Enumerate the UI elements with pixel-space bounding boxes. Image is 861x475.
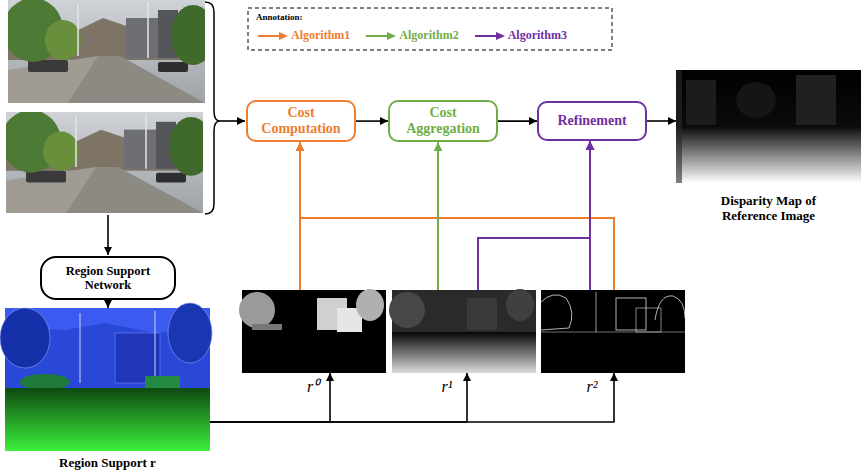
- brace: [205, 2, 220, 214]
- legend-arrow: [475, 31, 505, 41]
- input-arrow: [220, 120, 245, 122]
- region-support-image: [0, 303, 212, 451]
- legend-item: Algorithm2: [366, 28, 458, 43]
- legend-label: Algorithm2: [399, 28, 458, 43]
- legend-arrow-head: [279, 32, 288, 40]
- image-panel: r⁰: [242, 290, 386, 373]
- image-panel: Region Support r: [5, 308, 210, 451]
- image-caption: Region Support r: [33, 455, 183, 470]
- connector-arrow: [589, 141, 591, 290]
- connector-arrow: [498, 120, 537, 122]
- box-label: Refinement: [557, 113, 626, 129]
- legend-arrow: [258, 31, 288, 41]
- legend-label: Algorithm1: [291, 28, 350, 43]
- legend-frame: [248, 8, 612, 50]
- image-caption: Disparity Map of Reference Image: [704, 193, 834, 224]
- legend-arrow-shaft: [475, 35, 498, 37]
- annotation-heading: Annotation:: [256, 12, 303, 22]
- legend-arrow-shaft: [366, 35, 389, 37]
- legend-item: Algorithm1: [258, 28, 350, 43]
- box-label: Cost Computation: [254, 105, 348, 137]
- process-box: Region Support Network: [40, 256, 176, 300]
- connector-arrow: [356, 120, 388, 122]
- input-arrow: [107, 215, 109, 255]
- region-map-r2: [541, 290, 685, 373]
- legend-arrow: [366, 31, 396, 41]
- region-map-r0: [239, 289, 386, 373]
- image-caption: r⁰: [300, 378, 326, 397]
- disparity-map-image: [676, 70, 861, 183]
- connector-arrow: [210, 373, 614, 422]
- connector-arrow: [107, 300, 109, 308]
- connector-arrow: [210, 373, 467, 422]
- box-label: Region Support Network: [48, 264, 168, 293]
- stereo-left-image: [3, 0, 215, 103]
- process-box: Refinement: [537, 101, 647, 141]
- box-label: Cost Aggregation: [396, 105, 490, 137]
- legend: Algorithm1 Algorithm2 Algorithm3: [258, 28, 567, 43]
- legend-arrow-head: [496, 32, 505, 40]
- connector-arrow: [300, 142, 614, 290]
- legend-item: Algorithm3: [475, 28, 567, 43]
- stereo-right-image: [1, 110, 213, 213]
- legend-arrow-shaft: [258, 35, 281, 37]
- legend-arrow-head: [387, 32, 396, 40]
- image-caption: r²: [579, 378, 605, 397]
- legend-label: Algorithm3: [508, 28, 567, 43]
- region-map-r1: [389, 289, 536, 373]
- image-caption: r¹: [434, 378, 460, 397]
- image-panel: Disparity Map of Reference Image: [676, 70, 861, 183]
- process-box: Cost Aggregation: [388, 100, 498, 142]
- image-panel: r¹: [392, 290, 536, 373]
- connector-arrow: [437, 142, 439, 290]
- process-box: Cost Computation: [246, 100, 356, 142]
- connector-arrow: [478, 141, 590, 290]
- connector-arrow: [210, 373, 330, 422]
- connector-arrow: [647, 120, 676, 122]
- image-panel: r²: [541, 290, 685, 373]
